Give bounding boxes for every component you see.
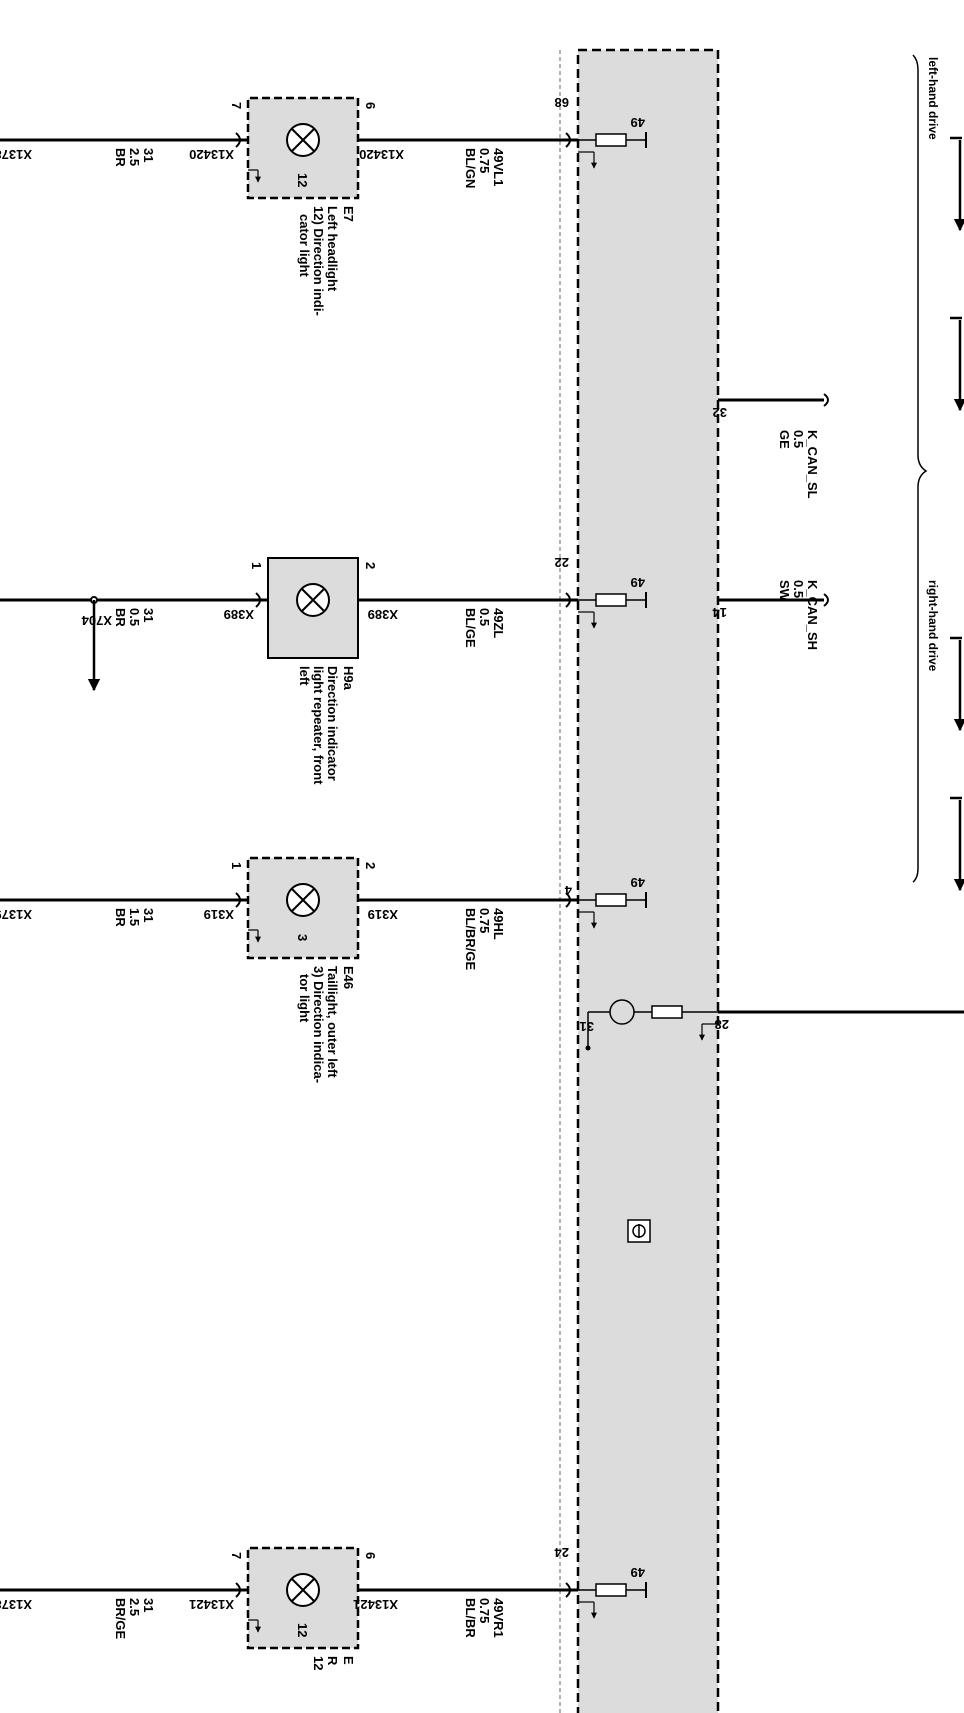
e7-desc-3: cator light	[297, 214, 312, 278]
e7-ground-id: X13783	[0, 147, 32, 162]
e46-wire-color: BL/BR/GE	[463, 908, 478, 970]
r-desc-2: 12	[311, 1656, 326, 1670]
r-plus-pin: 6	[363, 1552, 378, 1559]
left-hand-drive-label: left-hand drive	[926, 57, 940, 140]
h9a-gnd-signal: 31	[141, 608, 156, 622]
h9a-id: H9a	[341, 666, 356, 691]
h9a-wire-signal: 49ZL	[491, 608, 506, 638]
can-sl-cross: 0.5	[791, 430, 806, 448]
r-inner: 12	[295, 1623, 310, 1637]
h9a-desc-1: Direction indicator	[325, 666, 340, 781]
h9a-plus-conn: X389	[368, 607, 398, 622]
can-sh-signal: K_CAN_SH	[805, 580, 820, 650]
e7-plus-pin: 6	[363, 102, 378, 109]
h9a-minus-conn: X389	[224, 607, 254, 622]
e46-minus-pin: 1	[229, 862, 244, 869]
r-plus-conn: X13421	[353, 1597, 398, 1612]
r-minus-conn: X13421	[189, 1597, 234, 1612]
e46-module-pin: 4	[564, 883, 572, 898]
e46-ground-id: X13795	[0, 907, 32, 922]
e7-wire-color: BL/GN	[463, 148, 478, 188]
e46-desc-2: 3) Direction indica-	[311, 966, 326, 1083]
r-desc-1: R	[325, 1656, 340, 1666]
can-wire-sh: 14 K_CAN_SH 0.5 SW	[712, 580, 829, 650]
drive-bracket	[912, 54, 928, 883]
e7-inner: 12	[295, 173, 310, 187]
e7-plus-conn: X13420	[359, 147, 404, 162]
e46-gnd-color: BR	[113, 908, 128, 927]
h9a-wire-color: BL/GE	[463, 608, 478, 648]
channel-e7: 49 68 49VL1 0.75 BL/GN 12 6 7 X13420 E7 …	[0, 95, 647, 316]
e7-id: E7	[341, 206, 356, 222]
r-wire-color: BL/BR	[463, 1598, 478, 1638]
e7-gnd-color: BR	[113, 148, 128, 167]
e46-minus-conn: X319	[204, 907, 234, 922]
h9a-wire-cross: 0.5	[477, 608, 492, 626]
h9a-module-pin: 22	[555, 555, 569, 570]
h9a-desc-2: light repeater, front	[311, 666, 326, 785]
can-pin-32: 32	[713, 405, 727, 420]
can-sl-color: GE	[777, 430, 792, 449]
e46-resistor-label: 49	[631, 875, 645, 890]
r-gnd-signal: 31	[141, 1598, 156, 1612]
e7-gnd-signal: 31	[141, 148, 156, 162]
e7-minus-pin: 7	[229, 102, 244, 109]
e46-gnd-signal: 31	[141, 908, 156, 922]
r-ground-id: X13782	[0, 1597, 32, 1612]
r-resistor-label: 49	[631, 1565, 645, 1580]
e7-desc-1: Left headlight	[325, 206, 340, 292]
control-unit-symbol	[627, 1219, 651, 1243]
e46-plus-pin: 2	[363, 862, 378, 869]
h9a-plus-pin: 2	[363, 562, 378, 569]
channel-right-headlight: 49 24 49VR1 0.75 BL/BR 12 6 7 X13421 E R…	[0, 1545, 647, 1670]
e46-wire-cross: 0.75	[477, 908, 492, 933]
e7-module-pin: 68	[555, 95, 569, 110]
e7-desc-2: 12) Direction indi-	[311, 206, 326, 316]
control-module-box	[576, 48, 720, 1713]
can-wire-sl: 32 K_CAN_SL 0.5 GE	[713, 393, 829, 499]
h9a-desc-3: left	[297, 666, 312, 686]
e46-inner: 3	[295, 934, 310, 941]
right-hand-drive-label: right-hand drive	[926, 580, 940, 672]
drive-arrows	[950, 136, 964, 892]
feed-wire-28: 28 31	[580, 999, 964, 1051]
r-gnd-color: BR/GE	[113, 1598, 128, 1640]
e46-desc-3: tor light	[297, 974, 312, 1023]
channel-h9a: 49 22 49ZL 0.5 BL/GE 2 1 X389 H9a Direct…	[0, 555, 647, 785]
r-id: E	[341, 1656, 356, 1665]
feed-pin-28: 28	[715, 1017, 729, 1032]
e7-gnd-cross: 2.5	[127, 148, 142, 166]
can-sl-signal: K_CAN_SL	[805, 430, 820, 499]
can-sh-cross: 0.5	[791, 580, 806, 598]
r-wire-cross: 0.75	[477, 1598, 492, 1623]
can-sh-color: SW	[777, 580, 792, 602]
r-gnd-cross: 2.5	[127, 1598, 142, 1616]
h9a-resistor-label: 49	[631, 575, 645, 590]
h9a-ground-id: X704	[81, 613, 112, 628]
e46-desc-1: Taillight, outer left	[325, 966, 340, 1078]
e7-wire-cross: 0.75	[477, 148, 492, 173]
e7-wire-signal: 49VL1	[491, 148, 506, 186]
r-minus-pin: 7	[229, 1552, 244, 1559]
h9a-gnd-cross: 0.5	[127, 608, 142, 626]
e7-resistor-label: 49	[631, 115, 645, 130]
r-module-pin: 24	[554, 1545, 569, 1560]
e46-wire-signal: 49HL	[491, 908, 506, 940]
e46-gnd-cross: 1.5	[127, 908, 142, 926]
h9a-minus-pin: 1	[249, 562, 264, 569]
e46-id: E46	[341, 966, 356, 989]
can-pin-14: 14	[712, 605, 727, 620]
r-wire-signal: 49VR1	[491, 1598, 506, 1638]
e7-minus-conn: X13420	[189, 147, 234, 162]
h9a-gnd-color: BR	[113, 608, 128, 627]
e46-plus-conn: X319	[368, 907, 398, 922]
ground-31-label: 31	[580, 1019, 594, 1034]
channel-e46: 49 4 49HL 0.75 BL/BR/GE 3 2 1 X319 E46 T…	[0, 856, 647, 1083]
